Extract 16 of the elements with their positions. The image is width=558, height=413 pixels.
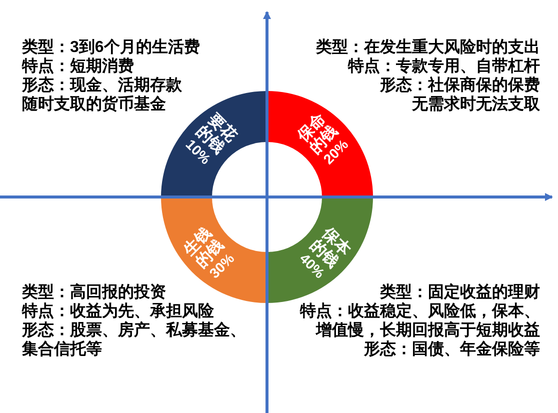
description-text: 特点：短期消费: [22, 57, 135, 76]
description-text: 随时支取的货币基金: [22, 95, 167, 114]
description-text: 形态：国债、年金保险等: [362, 340, 540, 359]
description-text: 特点：专款专用、自带杠杆: [346, 57, 540, 76]
description-text: 形态：现金、活期存款: [22, 76, 183, 95]
description-text: 形态：社保商保的保费: [378, 76, 540, 95]
description-text: 类型：高回报的投资: [22, 283, 167, 302]
description-text: 类型：固定收益的理财: [379, 283, 540, 302]
ring-segment: [267, 91, 373, 197]
ring-segment: [267, 197, 373, 303]
description-text: 无需求时无法支取: [410, 95, 540, 114]
description-text: 特点：收益为先、承担风险: [22, 302, 215, 321]
description-text: 类型：在发生重大风险时的支出: [315, 38, 540, 57]
description-text: 类型：3到6个月的生活费: [22, 38, 201, 57]
description-text: 特点：收益稳定、风险低，保本、增值慢，长期回报高于短期收益: [298, 302, 540, 340]
description-text: 形态：股票、房产、私募基金、集合信托等: [22, 321, 247, 359]
